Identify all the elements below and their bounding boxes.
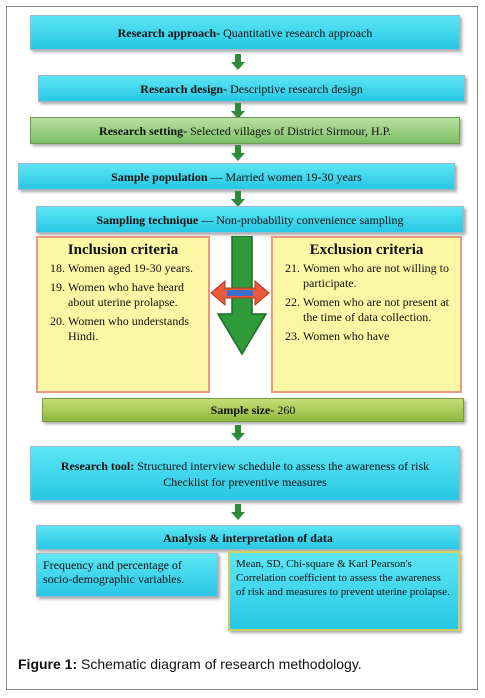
size-text: 260 — [274, 403, 296, 417]
analysis-right-box: Mean, SD, Chi-square & Karl Pearson's Co… — [228, 551, 460, 631]
inclusion-criteria-box: Inclusion criteria Women aged 19-30 year… — [36, 236, 210, 393]
down-arrow-icon — [231, 145, 245, 161]
research-setting-box: Research setting- Selected villages of D… — [30, 117, 460, 144]
down-arrow-icon — [231, 191, 245, 207]
tool-label: Research tool: — [60, 458, 135, 473]
exclusion-list: Women who are not willing to participate… — [277, 261, 456, 344]
exclusion-criteria-box: Exclusion criteria Women who are not wil… — [271, 236, 462, 393]
caption-label: Figure 1: — [18, 656, 78, 672]
research-design-box: Research design- Descriptive research de… — [38, 75, 465, 102]
design-text: Descriptive research design — [227, 81, 363, 96]
down-arrow-icon — [231, 425, 245, 441]
design-label: Research design- — [140, 81, 228, 96]
inclusion-item: Women who have heard about uterine prola… — [68, 280, 204, 310]
figure-frame — [6, 6, 478, 690]
setting-text: Selected villages of District Sirmour, H… — [187, 123, 391, 138]
tool-text: Structured interview schedule to assess … — [134, 458, 430, 473]
double-side-arrow-icon — [210, 279, 270, 307]
population-label: Sample population — [111, 169, 208, 184]
sample-population-box: Sample population — Married women 19-30 … — [18, 163, 455, 190]
inclusion-item: Women aged 19-30 years. — [68, 261, 204, 276]
analysis-left-box: Frequency and percentage of socio-demogr… — [36, 553, 218, 597]
down-arrow-icon — [231, 54, 245, 70]
research-approach-box: Research approach- Quantitative research… — [30, 15, 460, 50]
exclusion-title: Exclusion criteria — [309, 242, 424, 258]
analysis-box: Analysis & interpretation of data — [36, 525, 460, 550]
inclusion-list: Women aged 19-30 years. Women who have he… — [42, 261, 204, 344]
inclusion-item: Women who understands Hindi. — [68, 314, 204, 344]
inclusion-title: Inclusion criteria — [67, 242, 179, 258]
technique-text: — Non-probability convenience sampling — [198, 212, 404, 227]
analysis-label: Analysis & interpretation of data — [163, 530, 333, 545]
sample-size-box: Sample size- 260 — [42, 398, 464, 422]
approach-text: Quantitative research approach — [220, 25, 373, 40]
figure-caption: Figure 1: Schematic diagram of research … — [18, 656, 362, 672]
exclusion-item: Women who have — [303, 329, 456, 344]
caption-text: Schematic diagram of research methodolog… — [77, 656, 362, 672]
setting-label: Research setting- — [99, 123, 188, 138]
approach-label: Research approach- — [117, 25, 221, 40]
population-text: — Married women 19-30 years — [207, 169, 362, 184]
down-arrow-icon — [231, 103, 245, 119]
size-label: Sample size- — [210, 403, 275, 417]
technique-label: Sampling technique — [96, 212, 199, 227]
exclusion-item: Women who are not willing to participate… — [303, 261, 456, 291]
down-arrow-icon — [231, 504, 245, 520]
sampling-technique-box: Sampling technique — Non-probability con… — [36, 206, 464, 233]
tool-line2: Checklist for preventive measures — [163, 474, 327, 489]
research-tool-box: Research tool: Structured interview sche… — [30, 446, 460, 501]
exclusion-item: Women who are not present at the time of… — [303, 295, 456, 325]
